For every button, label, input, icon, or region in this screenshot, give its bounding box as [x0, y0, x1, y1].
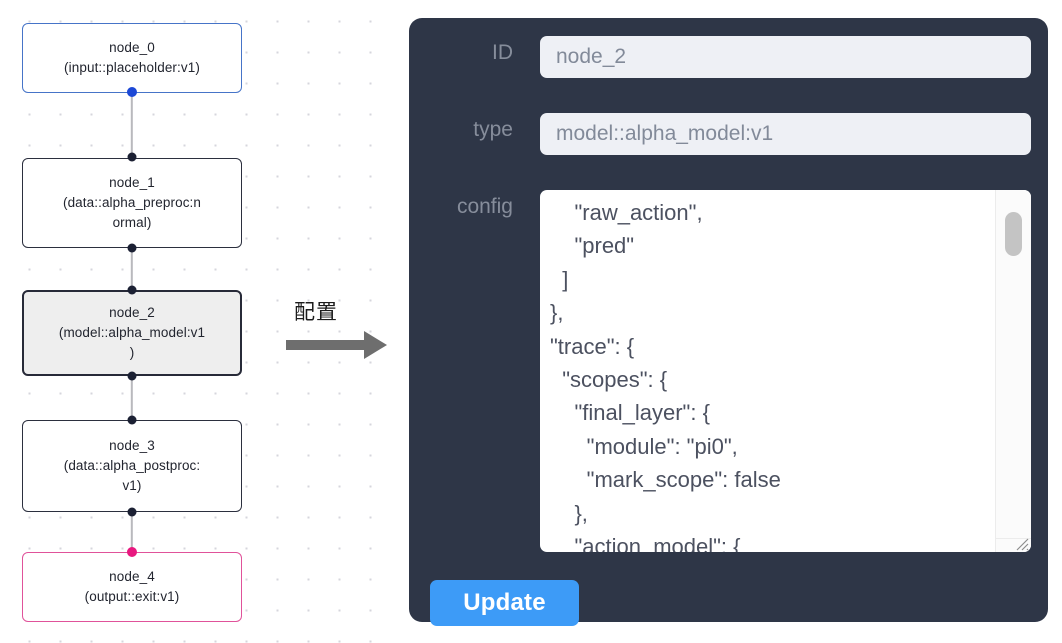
field-row-type: type — [409, 113, 1031, 155]
port-node_1-out[interactable] — [127, 243, 137, 253]
edge-node2-node3 — [130, 375, 134, 420]
port-node_4-in[interactable] — [127, 547, 137, 557]
config-scrollbar-corner — [995, 538, 1031, 552]
config-scrollbar-thumb[interactable] — [1005, 212, 1022, 256]
port-node_3-out[interactable] — [127, 507, 137, 517]
config-field-label: config — [456, 195, 513, 218]
id-field-label: ID — [492, 41, 513, 64]
type-field-label: type — [473, 118, 513, 141]
config-textarea-content[interactable]: "raw_action", "pred" ] }, "trace": { "sc… — [550, 200, 781, 552]
graph-node-label: node_4(output::exit:v1) — [84, 569, 180, 604]
port-node_0-out[interactable] — [127, 87, 137, 97]
graph-node-node_2[interactable]: node_2(model::alpha_model:v1 ) — [22, 290, 242, 376]
type-input[interactable] — [540, 113, 1031, 155]
flow-graph-canvas[interactable]: node_0(input::placeholder:v1) node_1(dat… — [0, 0, 400, 643]
graph-node-node_4[interactable]: node_4(output::exit:v1) — [22, 552, 242, 622]
right-arrow-icon — [286, 331, 387, 359]
node-config-panel: ID type config "raw_action", "pred" ] },… — [409, 18, 1048, 626]
port-node_3-in[interactable] — [127, 415, 137, 425]
port-node_2-out[interactable] — [127, 371, 137, 381]
config-textarea[interactable]: "raw_action", "pred" ] }, "trace": { "sc… — [540, 190, 1031, 552]
id-input[interactable] — [540, 36, 1031, 78]
resize-handle-icon[interactable] — [1012, 534, 1029, 551]
config-scrollbar-track[interactable] — [995, 190, 1031, 539]
graph-node-label: node_0(input::placeholder:v1) — [64, 40, 200, 75]
field-row-config: config "raw_action", "pred" ] }, "trace"… — [409, 190, 1031, 552]
port-node_1-in[interactable] — [127, 152, 137, 162]
update-button[interactable]: Update — [430, 580, 579, 626]
annotation-label: 配置 — [294, 300, 338, 324]
config-annotation: 配置 — [286, 296, 396, 362]
graph-node-label: node_1(data::alpha_preproc:n ormal) — [62, 175, 202, 230]
graph-node-node_1[interactable]: node_1(data::alpha_preproc:n ormal) — [22, 158, 242, 248]
port-node_2-in[interactable] — [127, 285, 137, 295]
edge-node3-node4 — [130, 512, 134, 552]
edge-node0-node1 — [130, 89, 134, 157]
graph-node-label: node_2(model::alpha_model:v1 ) — [58, 305, 206, 360]
graph-node-node_0[interactable]: node_0(input::placeholder:v1) — [22, 23, 242, 93]
field-row-id: ID — [409, 36, 1031, 78]
edge-node1-node2 — [130, 247, 134, 291]
graph-node-node_3[interactable]: node_3(data::alpha_postproc: v1) — [22, 420, 242, 512]
graph-node-label: node_3(data::alpha_postproc: v1) — [63, 438, 201, 493]
